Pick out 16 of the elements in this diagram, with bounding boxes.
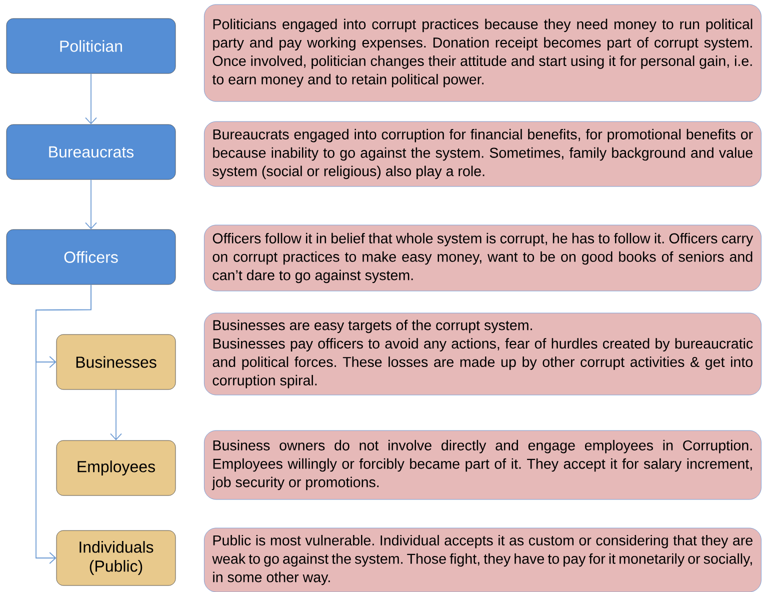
arrow <box>110 389 122 440</box>
arrow <box>85 73 97 124</box>
role-box: Officers <box>6 229 176 285</box>
description-box: Businesses are easy targets of the corrupt system. Businesses pay officers to avoid any actions, fear of hurdles created by bureaucratic and political forces. These losses are made up by other corrupt activities & get into corruption spiral. <box>204 312 762 396</box>
arrow <box>85 179 97 230</box>
role-box: Politician <box>6 18 176 74</box>
description-box: Politicians engaged into corrupt practices because they need money to run political party and pay working expenses. Donation receipt becomes part of corrupt system. Once involved, politician changes their attitude and start using it for personal gain, i.e. to earn money and to retain political power. <box>204 4 762 102</box>
arrow <box>36 284 92 564</box>
role-box: Individuals (Public) <box>56 530 176 586</box>
description-box: Business owners do not involve directly and engage employees in Corruption. Employees willingly or forcibly became part of it. They accept it for salary increment, job security or promotions. <box>204 430 762 500</box>
role-box: Employees <box>56 440 176 496</box>
description-box: Bureaucrats engaged into corruption for financial benefits, for promotional benefits or because inability to go against the system. Sometimes, family background and value system (social or religious) also play a role. <box>204 121 762 187</box>
description-box: Public is most vulnerable. Individual accepts it as custom or considering that they are weak to go against the system. Those fight, they have to pay for it monetarily or socially, in some other way. <box>204 528 762 592</box>
description-box: Officers follow it in belief that whole system is corrupt, he has to follow it. Officers carry on corrupt practices to make easy money, want to be on good books of seniors and can’t dare to go against system. <box>204 224 762 292</box>
role-box: Bureaucrats <box>6 124 176 180</box>
role-box: Businesses <box>56 334 176 390</box>
